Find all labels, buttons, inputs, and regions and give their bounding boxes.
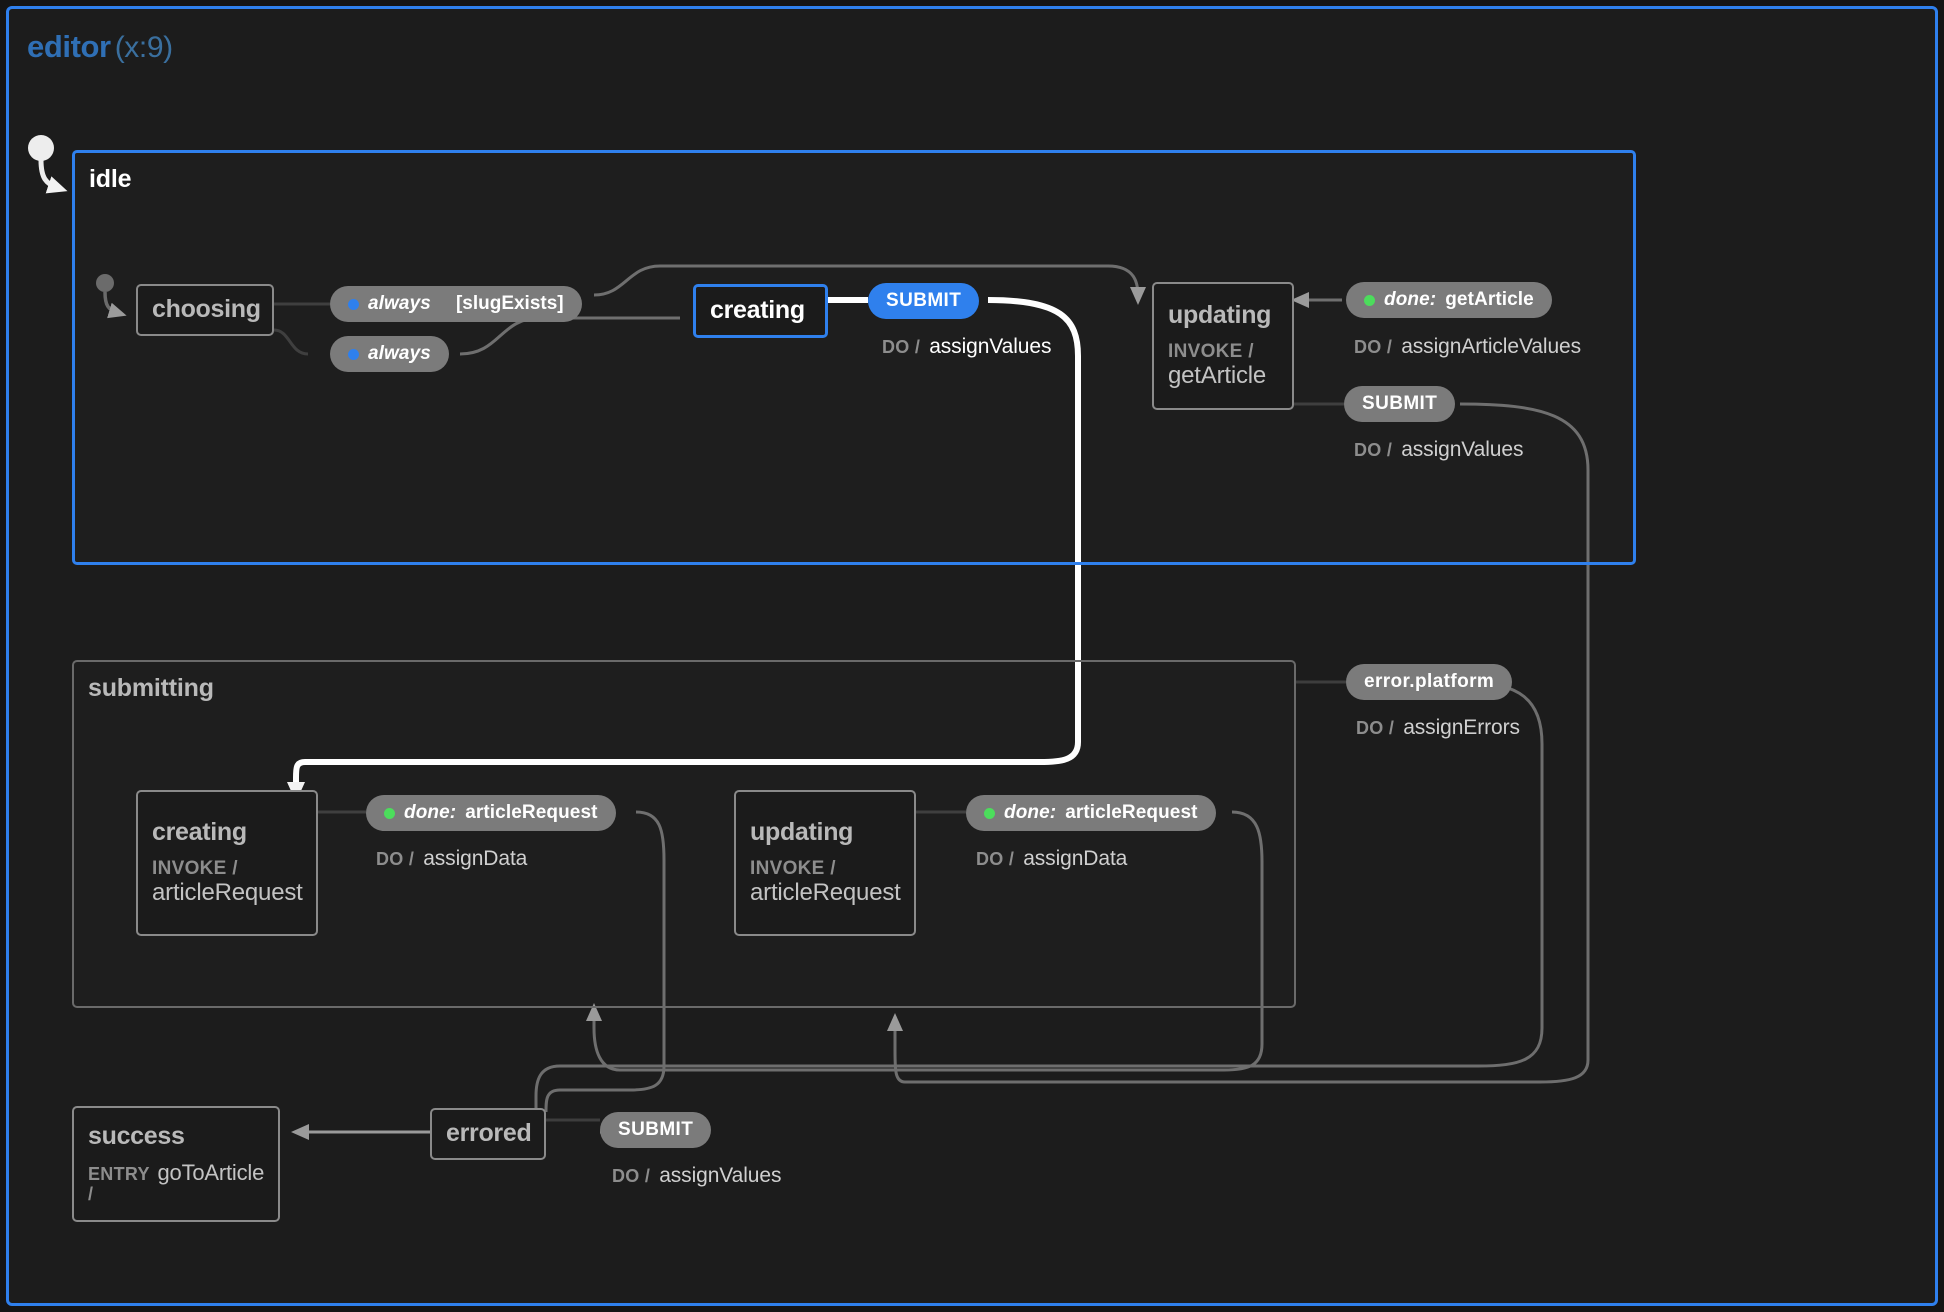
event-name: getArticle xyxy=(1445,289,1534,310)
machine-context: (x:9) xyxy=(114,31,173,64)
action-value: assignValues xyxy=(1401,438,1524,461)
action-value: assignValues xyxy=(929,335,1052,358)
event-type: done: xyxy=(1384,289,1437,310)
state-label-idle-updating: updating xyxy=(1168,300,1272,329)
event-done-articlerequest-creating[interactable]: done: articleRequest xyxy=(366,795,616,831)
invoke-key: INVOKE / xyxy=(152,857,238,879)
action-value: assignErrors xyxy=(1403,716,1520,739)
event-dot-icon xyxy=(348,348,359,360)
action-key: DO / xyxy=(376,849,415,869)
transition-action-error-platform: DO / assignErrors xyxy=(1356,716,1520,740)
action-value: assignArticleValues xyxy=(1401,335,1582,358)
invoke-value: articleRequest xyxy=(152,879,303,907)
state-node-errored[interactable]: errored xyxy=(430,1108,546,1160)
event-name: articleRequest xyxy=(465,802,598,823)
invoke-key: INVOKE / xyxy=(1168,340,1254,362)
event-done-articlerequest-updating[interactable]: done: articleRequest xyxy=(966,795,1216,831)
state-label-submitting-updating: updating xyxy=(750,817,854,846)
event-submit-creating[interactable]: SUBMIT xyxy=(868,283,980,319)
action-value: assignData xyxy=(1023,847,1128,870)
invoke-value: articleRequest xyxy=(750,879,901,907)
event-type: always xyxy=(368,343,431,364)
state-node-idle-updating[interactable]: updating INVOKE / getArticle xyxy=(1152,282,1294,410)
state-node-submitting-updating[interactable]: updating INVOKE / articleRequest xyxy=(734,790,916,936)
invoke-key: INVOKE / xyxy=(750,857,836,879)
action-value: assignData xyxy=(423,847,528,870)
state-label-submitting: submitting xyxy=(88,674,214,702)
invoke-action-submitting-updating: INVOKE / articleRequest xyxy=(750,857,901,907)
state-node-choosing[interactable]: choosing xyxy=(136,284,274,336)
entry-action-success: ENTRY / goToArticle xyxy=(88,1161,264,1204)
event-label: SUBMIT xyxy=(886,290,962,311)
entry-key: ENTRY / xyxy=(88,1164,150,1204)
event-label: error.platform xyxy=(1364,671,1495,692)
state-label-success: success xyxy=(88,1121,185,1150)
event-submit-updating[interactable]: SUBMIT xyxy=(1344,386,1456,422)
state-label-errored: errored xyxy=(446,1119,532,1148)
action-key: DO / xyxy=(1354,440,1393,460)
transition-action-updating-submit: DO / assignValues xyxy=(1354,438,1523,462)
transition-action-sub-updating-done: DO / assignData xyxy=(976,847,1127,871)
event-dot-icon xyxy=(1364,294,1375,306)
transition-action-sub-creating-done: DO / assignData xyxy=(376,847,527,871)
event-guard: [slugExists] xyxy=(455,293,564,314)
action-key: DO / xyxy=(882,337,921,357)
state-node-idle-creating[interactable]: creating xyxy=(693,284,828,338)
compound-state-idle[interactable]: idle xyxy=(72,150,1636,565)
event-type: done: xyxy=(1004,802,1057,823)
transition-action-creating-submit: DO / assignValues xyxy=(882,335,1051,359)
invoke-value: getArticle xyxy=(1168,362,1267,390)
state-label-choosing: choosing xyxy=(152,295,261,324)
action-key: DO / xyxy=(612,1166,651,1186)
state-node-success[interactable]: success ENTRY / goToArticle xyxy=(72,1106,280,1222)
event-always-slugexists[interactable]: always [slugExists] xyxy=(330,286,582,322)
event-name: articleRequest xyxy=(1065,802,1198,823)
event-type: done: xyxy=(404,802,457,823)
action-key: DO / xyxy=(976,849,1015,869)
event-always-plain[interactable]: always xyxy=(330,336,449,372)
entry-value: goToArticle xyxy=(157,1160,265,1186)
machine-title: editor (x:9) xyxy=(27,29,173,65)
action-value: assignValues xyxy=(659,1164,782,1187)
event-error-platform[interactable]: error.platform xyxy=(1346,664,1513,700)
machine-name: editor xyxy=(27,29,111,64)
state-label-idle-creating: creating xyxy=(710,296,805,325)
event-dot-icon xyxy=(384,807,395,819)
state-node-submitting-creating[interactable]: creating INVOKE / articleRequest xyxy=(136,790,318,936)
action-key: DO / xyxy=(1356,718,1395,738)
event-dot-icon xyxy=(348,298,359,310)
event-dot-icon xyxy=(984,807,995,819)
compound-state-submitting[interactable]: submitting xyxy=(72,660,1296,1008)
transition-action-updating-done: DO / assignArticleValues xyxy=(1354,335,1581,359)
invoke-action-idle-updating: INVOKE / getArticle xyxy=(1168,340,1278,390)
event-label: SUBMIT xyxy=(1362,393,1438,414)
event-done-getarticle[interactable]: done: getArticle xyxy=(1346,282,1552,318)
action-key: DO / xyxy=(1354,337,1393,357)
event-type: always xyxy=(368,293,431,314)
transition-action-errored-submit: DO / assignValues xyxy=(612,1164,781,1188)
event-label: SUBMIT xyxy=(618,1119,694,1140)
state-label-submitting-creating: creating xyxy=(152,817,247,846)
state-label-idle: idle xyxy=(89,165,132,193)
event-submit-errored[interactable]: SUBMIT xyxy=(600,1112,712,1148)
invoke-action-submitting-creating: INVOKE / articleRequest xyxy=(152,857,303,907)
